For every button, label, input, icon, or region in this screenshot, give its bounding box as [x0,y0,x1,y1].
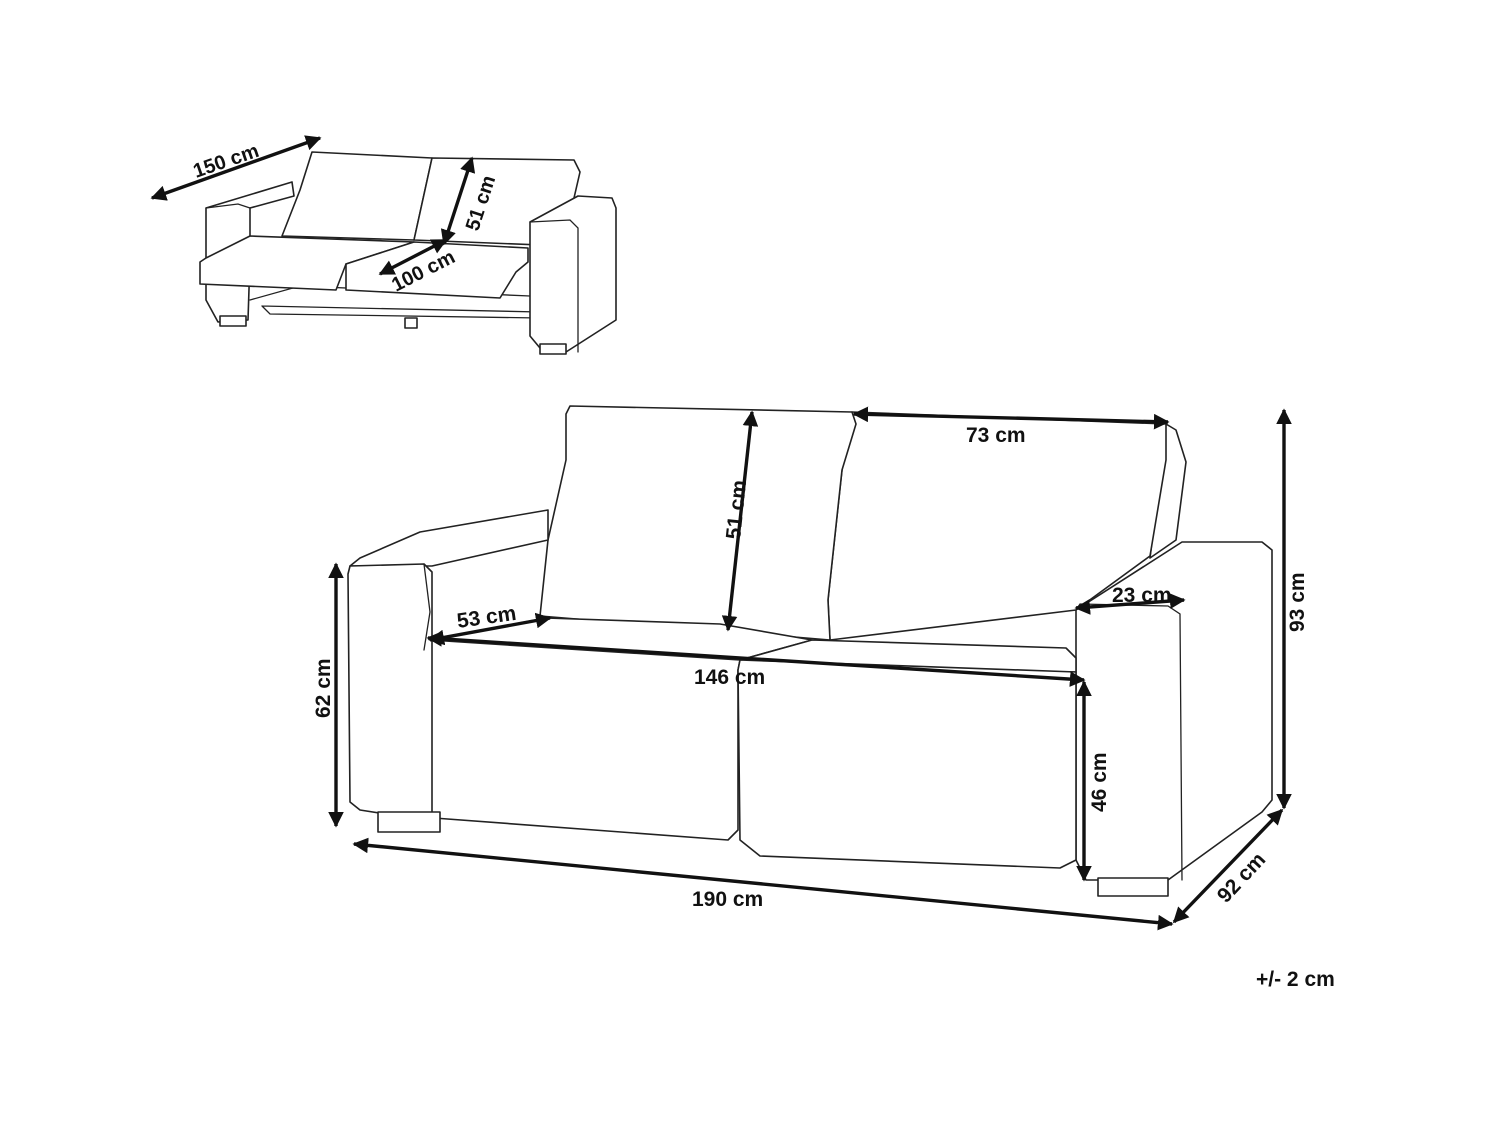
main-total-depth-dimension-line [1172,808,1284,924]
main-total-depth-label: 92 cm [1213,848,1270,907]
small-leg-left [219,315,247,327]
small-arm-right [529,195,617,353]
main-arm-left-back [349,509,549,567]
main-leg-left [377,811,441,833]
main-total-height-label: 93 cm [1286,572,1309,632]
small-width-dimension-line [150,135,322,201]
main-arm-left-side [423,563,431,651]
main-arm-left [347,563,433,821]
small-back-cushion-left [281,151,433,241]
small-arm-left-front [205,203,251,209]
main-total-width-dimension-line [352,837,1174,931]
small-mattress-left [199,235,415,291]
small-leg-right [539,343,567,355]
main-seat-height-label: 46 cm [1088,752,1111,812]
main-back-cushion-left [539,405,857,641]
small-width-label: 150 cm [190,140,261,183]
main-seat-cushion-right [737,659,1077,869]
small-arm-right-top [529,219,579,353]
main-sofa-drawing [347,405,1273,897]
small-backrest-dimension-line [440,156,476,246]
main-arm-right [1075,541,1273,881]
main-total-width-label: 190 cm [692,888,763,911]
main-cushion-width-dimension-line [852,406,1170,430]
tolerance-note: +/- 2 cm [1256,968,1335,991]
main-leg-right [1097,877,1169,897]
small-sofa-bed-drawing [199,151,617,355]
small-leg-mid [404,317,418,329]
main-backrest-dimension-line [721,410,759,632]
main-armrest-width-dimension-line [1074,593,1186,615]
main-arm-height-label: 62 cm [312,658,335,718]
main-armrest-width-label: 23 cm [1112,584,1172,607]
small-bed-length-dimension-line [378,238,448,276]
main-seat-cushion-left [423,639,741,841]
main-cushion-width-label: 73 cm [966,424,1026,447]
main-seat-width-label: 146 cm [694,666,765,689]
main-seat-width-dimension-line [426,631,1086,687]
